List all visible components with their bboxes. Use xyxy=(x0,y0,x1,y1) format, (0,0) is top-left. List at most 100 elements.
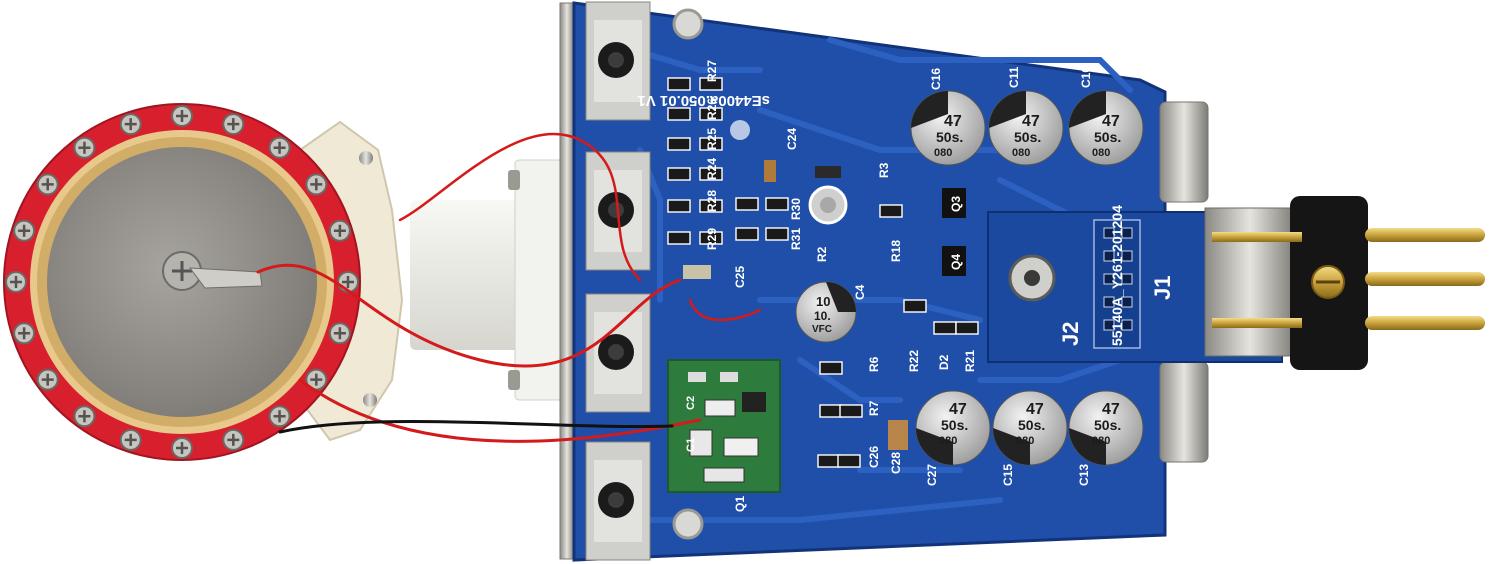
screw-icon xyxy=(5,271,27,293)
r30-label: R30 xyxy=(789,198,803,220)
header-pin xyxy=(1103,296,1115,308)
c25-label: C25 xyxy=(733,266,747,288)
r6-label: R6 xyxy=(867,356,881,372)
cap-c24-body xyxy=(764,160,776,182)
pcb-trace xyxy=(597,497,1003,523)
cap-c25-body xyxy=(683,265,711,279)
smd-resistor xyxy=(933,321,957,335)
cap-c4-code: VFC xyxy=(812,324,832,335)
r3-label: R3 xyxy=(877,162,891,178)
header-pin xyxy=(1103,273,1115,285)
header-pin xyxy=(1103,227,1115,239)
smd-resistor xyxy=(699,167,723,181)
cap-c16: 47 50s. 080 xyxy=(910,90,986,166)
smd-resistor xyxy=(765,227,789,241)
smd-resistor xyxy=(837,454,861,468)
module-id-label: 55140A_Y261-201204 xyxy=(1109,205,1125,346)
j1-label: J1 xyxy=(1150,276,1175,300)
smd-resistor xyxy=(667,77,691,91)
smd-resistor xyxy=(819,404,843,418)
smd-resistors xyxy=(667,77,979,468)
cap-c11: 47 50s. 080 xyxy=(988,90,1064,166)
cap-c11-value: 47 xyxy=(1022,113,1040,130)
cap-c13-value: 47 xyxy=(1102,401,1120,418)
q3-label: Q3 xyxy=(949,196,963,212)
c2-label: C2 xyxy=(685,396,697,410)
screw-icon xyxy=(119,428,142,451)
r24-label: R24 xyxy=(705,158,719,180)
screw-icon xyxy=(13,322,36,345)
smd-resistor xyxy=(839,404,863,418)
c16-label: C16 xyxy=(929,68,943,90)
pcb-trace xyxy=(827,37,1133,93)
cap-c16-code: 080 xyxy=(934,147,952,159)
jack-socket xyxy=(585,441,651,561)
jack-socket xyxy=(585,151,651,271)
smd-resistor xyxy=(817,454,841,468)
q1-label: Q1 xyxy=(733,496,747,512)
cap-c27: 47 50s. 080 xyxy=(915,390,991,466)
q1-board xyxy=(667,359,781,493)
header-pin xyxy=(1121,250,1133,262)
capsule xyxy=(3,103,361,461)
cap-c4: 10 10. VFC xyxy=(795,281,857,343)
header-pin xyxy=(1121,319,1133,331)
cap-c15-voltage: 50s. xyxy=(1018,417,1045,433)
cap-c11-voltage: 50s. xyxy=(1014,129,1041,145)
screw-icon xyxy=(73,136,96,159)
screw-icon xyxy=(222,113,245,136)
cap-c26-body xyxy=(888,420,908,450)
q4-label: Q4 xyxy=(949,254,963,270)
cap-c13-voltage: 50s. xyxy=(1094,417,1121,433)
smd-resistor xyxy=(765,197,789,211)
d2-label: D2 xyxy=(937,354,951,370)
cap-c10-voltage: 50s. xyxy=(1094,129,1121,145)
header-pin xyxy=(1103,319,1115,331)
screw-icon xyxy=(119,113,142,136)
screw-icon xyxy=(171,437,193,459)
silkscreen: sE4400a.050.01 V1 55140A_Y261-201204 J1 … xyxy=(637,60,1175,512)
screw-icon xyxy=(268,405,291,428)
board-id-label: sE4400a.050.01 V1 xyxy=(637,92,770,109)
header-pin xyxy=(1121,273,1133,285)
r25-label: R25 xyxy=(705,128,719,150)
smd-resistor xyxy=(735,197,759,211)
screw-icon xyxy=(171,105,193,127)
c24-label: C24 xyxy=(785,128,799,150)
jack-socket xyxy=(585,293,651,413)
j2-label: J2 xyxy=(1058,322,1083,346)
cap-c10-value: 47 xyxy=(1102,113,1120,130)
r21-label: R21 xyxy=(963,350,977,372)
transistor-q4 xyxy=(942,246,966,276)
c15-label: C15 xyxy=(1001,464,1015,486)
xlr-connector xyxy=(1204,196,1485,370)
c28-label: C28 xyxy=(889,452,903,474)
c11-label: C11 xyxy=(1007,66,1021,88)
cap-c16-voltage: 50s. xyxy=(936,129,963,145)
cap-c10-code: 080 xyxy=(1092,147,1110,159)
cap-c15: 47 50s. 080 xyxy=(992,390,1068,466)
c4-label: C4 xyxy=(853,284,867,300)
smd-resistor xyxy=(667,107,691,121)
cap-c27-code: 080 xyxy=(939,435,957,447)
c26-label: C26 xyxy=(867,446,881,468)
r29-label: R29 xyxy=(705,228,719,250)
screw-icon xyxy=(328,322,351,345)
cap-c27-value: 47 xyxy=(949,401,967,418)
screw-icon xyxy=(222,428,245,451)
cap-c10: 47 50s. 080 xyxy=(1068,90,1144,166)
c27-label: C27 xyxy=(925,464,939,486)
c1-label: C1 xyxy=(685,438,697,452)
smd-resistor xyxy=(699,107,723,121)
cap-c4-value: 10 xyxy=(816,294,830,309)
smd-resistor xyxy=(699,231,723,245)
screw-icon xyxy=(13,219,36,242)
jack-column xyxy=(585,1,651,561)
screw-icon xyxy=(36,368,59,391)
smd-resistor xyxy=(667,231,691,245)
pcb-trace xyxy=(977,357,1123,383)
header-pin xyxy=(1121,296,1133,308)
cap-c15-value: 47 xyxy=(1026,401,1044,418)
smd-resistor xyxy=(955,321,979,335)
capsule-screws xyxy=(5,105,359,459)
